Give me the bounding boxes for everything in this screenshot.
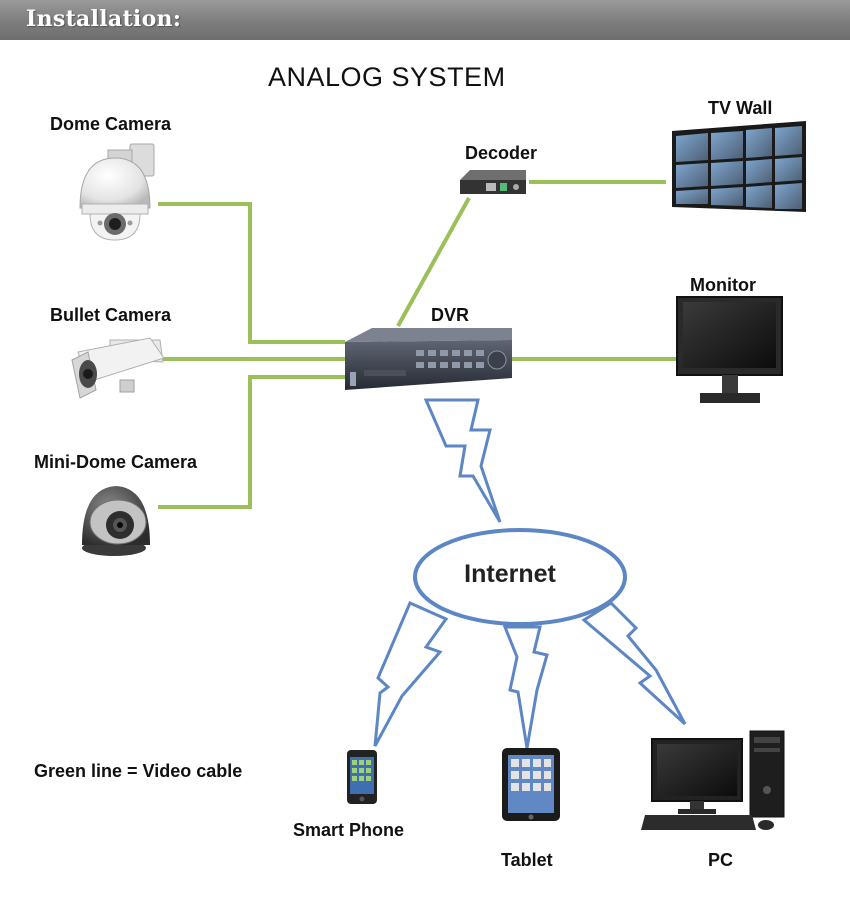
monitor-label: Monitor	[690, 275, 756, 295]
wireless-internet-tablet	[502, 625, 549, 749]
cable-dvr-decoder	[396, 197, 471, 327]
dvr-label: DVR	[431, 305, 470, 325]
bullet-camera-label: Bullet Camera	[50, 305, 172, 325]
decoder-icon	[460, 170, 526, 194]
wireless-internet-phone	[373, 601, 449, 747]
smart-phone-icon	[347, 750, 377, 804]
diagram-title: ANALOG SYSTEM	[268, 62, 506, 92]
smart-phone-label: Smart Phone	[293, 820, 405, 840]
cable-dome-dvr	[158, 202, 345, 344]
dome-camera-icon	[79, 143, 155, 241]
legend-text: Green line = Video cable	[34, 761, 243, 781]
tv-wall-label: TV Wall	[708, 98, 773, 118]
tablet-label: Tablet	[501, 850, 553, 870]
monitor-icon	[676, 296, 783, 403]
wireless-links	[373, 398, 687, 749]
pc-icon	[641, 730, 785, 830]
wireless-dvr-internet	[423, 398, 502, 523]
mini-dome-camera-icon	[82, 486, 150, 556]
header-title: Installation:	[26, 6, 182, 32]
tv-wall-icon	[672, 121, 806, 212]
decoder-label: Decoder	[465, 143, 538, 163]
dome-camera-label: Dome Camera	[50, 114, 172, 134]
bullet-camera-icon	[71, 337, 165, 399]
video-cables	[146, 180, 677, 509]
wireless-internet-pc	[581, 601, 687, 726]
cable-minidome-dvr	[158, 375, 345, 509]
pc-label: PC	[708, 850, 734, 870]
dvr-icon	[345, 328, 512, 390]
header-bar: Installation:	[0, 0, 850, 40]
mini-dome-camera-label: Mini-Dome Camera	[34, 452, 198, 472]
internet-label: Internet	[464, 560, 556, 588]
tablet-icon	[502, 748, 560, 821]
internet-cloud	[413, 528, 627, 626]
